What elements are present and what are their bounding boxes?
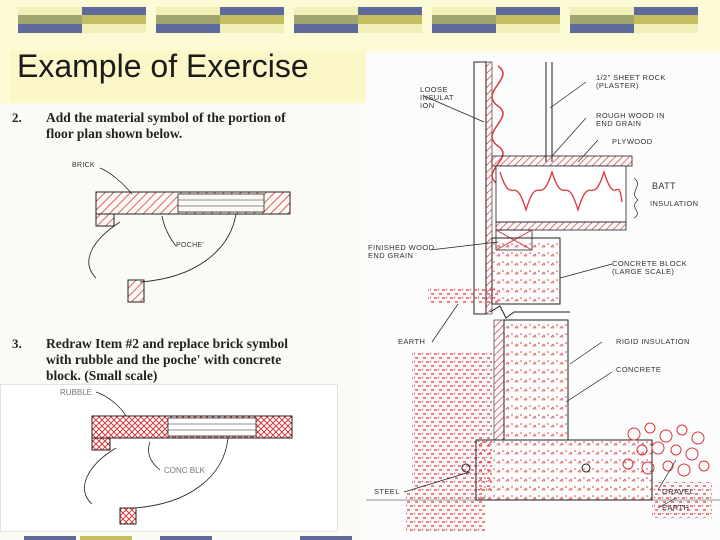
wall-section-drawing: 1/2" SHEET ROCK (PLASTER) LOOSE INSULAT … — [366, 52, 720, 540]
header-decoration-bar — [0, 0, 720, 40]
label-loose-insulation: LOOSE INSULAT ION — [420, 85, 454, 110]
q3-wall-sketch — [84, 391, 293, 525]
title-background — [10, 50, 366, 102]
header-decoration-block — [570, 7, 698, 33]
brick-label: BRICK — [72, 162, 95, 169]
label-finished-wood: FINISHED WOOD END GRAIN — [368, 243, 435, 260]
label-concrete-block: CONCRETE BLOCK (LARGE SCALE) — [612, 259, 688, 276]
q2-wall-sketch — [88, 167, 291, 303]
question-2-number: 2. — [12, 110, 22, 125]
footer-decoration-bar — [0, 536, 720, 540]
label-gravel: GRAVEL — [662, 487, 695, 496]
label-batt: BATT — [652, 181, 676, 191]
wall-section-sketch — [366, 61, 720, 532]
label-plywood: PLYWOOD — [612, 137, 653, 146]
label-earth-left: EARTH — [398, 337, 426, 346]
poche-label: POCHE' — [176, 242, 205, 249]
label-concrete: CONCRETE — [616, 365, 662, 374]
label-rough-wood: ROUGH WOOD IN END GRAIN — [596, 111, 665, 128]
question-3-text: Redraw Item #2 and replace brick symbol … — [46, 336, 288, 383]
label-steel: STEEL — [374, 487, 400, 496]
label-earth-bottom: EARTH — [662, 503, 690, 512]
slide-title: Example of Exercise — [17, 48, 309, 84]
label-rigid-insulation: RIGID INSULATION — [616, 337, 690, 346]
header-decoration-block — [294, 7, 422, 33]
label-sheet-rock: 1/2" SHEET ROCK (PLASTER) — [596, 73, 666, 90]
question-2-text: Add the material symbol of the portion o… — [46, 110, 286, 141]
header-decoration-block — [156, 7, 284, 33]
rubble-label: RUBBLE — [60, 388, 93, 397]
answer-area-q3 — [0, 384, 338, 532]
exercise-worksheet: 2. Add the material symbol of the portio… — [0, 104, 366, 540]
conc-blk-label: CONC BLK — [164, 466, 205, 475]
header-decoration-block — [18, 7, 146, 33]
worksheet-sketch — [84, 167, 293, 525]
label-insulation: INSULATION — [650, 199, 699, 208]
question-3-number: 3. — [12, 336, 22, 351]
header-decoration-block — [432, 7, 560, 33]
